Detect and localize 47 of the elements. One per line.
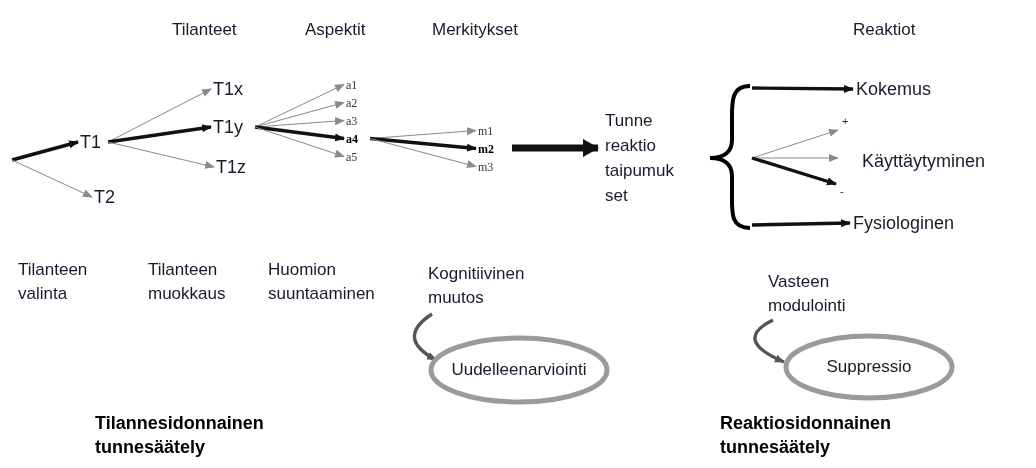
- node-label: a1: [346, 77, 368, 92]
- stage-label: Merkitykset: [432, 19, 518, 41]
- node-label: m2: [478, 141, 506, 156]
- node-label: Käyttäytyminen: [862, 150, 1002, 172]
- node-label: m1: [478, 123, 506, 138]
- arrow: [11, 140, 79, 162]
- ellipse-node: [783, 333, 955, 401]
- node-label: a4: [346, 131, 368, 146]
- node-text: Suppressio: [826, 356, 912, 379]
- section-heading: Tilannesidonnainen tunnesäätely: [95, 412, 265, 459]
- stage-label: Reaktiot: [853, 19, 916, 41]
- node-label: T1z: [216, 156, 256, 178]
- arrow: [752, 84, 854, 93]
- arrow: [107, 124, 212, 144]
- node-label: a2: [346, 95, 368, 110]
- stage-label: Huomion suuntaaminen: [268, 259, 376, 305]
- arrow: [254, 126, 345, 158]
- ellipse-node: [428, 335, 610, 405]
- node-text: Uudelleenarviointi: [451, 359, 587, 382]
- stage-label: Tilanteet: [172, 19, 237, 41]
- node-label: m3: [478, 159, 506, 174]
- arrow: [751, 219, 851, 228]
- node-label: Fysiologinen: [853, 212, 973, 234]
- arrow: [369, 136, 477, 152]
- arrow: [412, 312, 437, 362]
- node-label: a5: [346, 149, 368, 164]
- arrow: [107, 141, 215, 169]
- arrow: [254, 84, 345, 128]
- node-label: T1x: [213, 78, 253, 100]
- stage-label: Tilanteen muokkaus: [148, 259, 227, 305]
- arrow: [369, 138, 477, 169]
- section-heading: Reaktiosidonnainen tunnesäätely: [720, 412, 893, 459]
- node-label: T1: [80, 131, 106, 153]
- arrow: [11, 159, 93, 198]
- node-label: Kokemus: [856, 78, 946, 100]
- stage-label: Aspektit: [305, 19, 366, 41]
- stage-label: Tilanteen valinta: [18, 259, 89, 305]
- node-label: T1y: [213, 116, 253, 138]
- node-label: a3: [346, 113, 368, 128]
- node-label: Vasteen modulointi: [768, 270, 868, 318]
- arrow: [753, 318, 785, 364]
- edge-label: +: [841, 116, 850, 127]
- node-label: Kognitiivinen muutos: [428, 262, 538, 310]
- arrow: [254, 125, 345, 142]
- node-label: T2: [94, 186, 120, 208]
- node-text: Tunne reaktio taipumuk set: [605, 110, 675, 207]
- arrow: [751, 156, 837, 186]
